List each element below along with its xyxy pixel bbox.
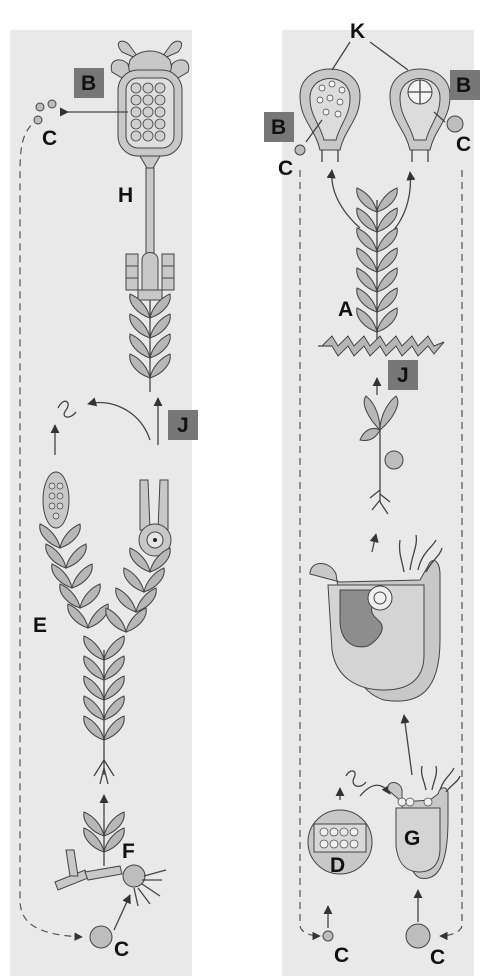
label-b-left: B <box>74 68 104 98</box>
label-d: D <box>330 854 345 877</box>
label-c-top-left: C <box>42 127 57 150</box>
microspore-bottom <box>323 931 333 941</box>
label-c-bottom-left: C <box>114 938 129 961</box>
label-j-right: J <box>388 360 418 390</box>
label-b-right-mid: B <box>264 112 294 142</box>
label-e: E <box>33 614 47 637</box>
left-bottom-spore <box>90 926 112 948</box>
label-f: F <box>122 840 135 863</box>
label-c-bottom-right-right: C <box>430 946 445 969</box>
label-h: H <box>118 184 133 207</box>
label-a: A <box>338 298 353 321</box>
label-b-right-edge: B <box>450 70 480 100</box>
label-c-bottom-right-left: C <box>334 944 349 967</box>
label-g: G <box>404 827 420 850</box>
microspore-released <box>295 145 305 155</box>
label-text: B <box>271 116 286 139</box>
seta <box>146 168 154 266</box>
label-text: B <box>81 72 96 95</box>
label-c-top-right-left: C <box>278 157 293 180</box>
label-c-top-right-right: C <box>456 133 471 156</box>
label-text: B <box>456 74 471 97</box>
label-k: K <box>350 20 365 43</box>
megaspore-bottom <box>406 924 430 948</box>
label-text: J <box>397 364 409 387</box>
label-text: J <box>177 414 189 437</box>
megaspore-released <box>447 116 463 132</box>
label-j-left: J <box>168 410 198 440</box>
